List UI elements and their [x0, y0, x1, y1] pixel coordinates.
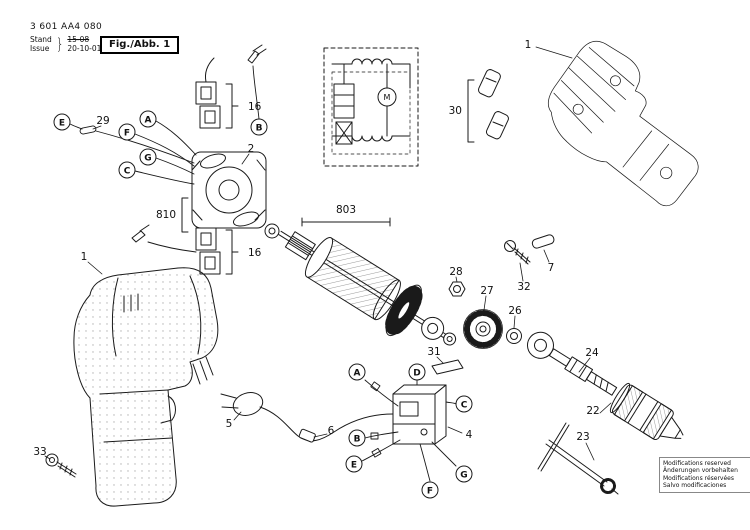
leader-lines [44, 46, 612, 461]
drill-housing-left [73, 267, 219, 507]
screw-grip [45, 453, 77, 478]
stand-label: Stand [30, 35, 52, 44]
callout-1-right: 1 [525, 39, 532, 51]
chuck-key [537, 422, 619, 495]
stand-issue-block: Stand Issue } 15-08 20-10-01 [30, 35, 102, 53]
svg-text:F: F [427, 487, 433, 497]
bearing-front-inner [268, 227, 276, 235]
field-stator [191, 151, 267, 229]
modifications-note: Modifications reserved Änderungen vorbeh… [659, 457, 750, 493]
circuit-diagram [323, 47, 419, 167]
stator-lead-wires [69, 65, 260, 185]
bracket-16-top [225, 83, 239, 129]
part-number: 3 601 AA4 080 [30, 22, 103, 32]
cable-clip-top [247, 44, 267, 64]
pin [531, 234, 555, 249]
svg-text:E: E [59, 119, 65, 129]
armature-assembly [278, 230, 457, 346]
callout-26: 26 [508, 305, 522, 317]
wire-callout-B-bottom: B [348, 429, 366, 447]
washer-inner [510, 332, 518, 340]
svg-text:B: B [354, 435, 361, 445]
brush-plate-top [195, 57, 221, 129]
bracket-30 [467, 79, 475, 143]
svg-text:A: A [354, 369, 361, 379]
callout-7: 7 [548, 262, 555, 274]
wire-callout-F-bottom: F [421, 481, 439, 499]
modifications-line-es: Salvo modificaciones [663, 482, 727, 490]
callout-5: 5 [226, 418, 233, 430]
old-issue-date: 15-08 [67, 35, 90, 44]
modifications-line-en: Modifications reserved [663, 460, 731, 467]
wire-callout-F-top: F [118, 123, 136, 141]
callout-810: 810 [156, 209, 176, 221]
bracket-810 [181, 197, 189, 233]
callout-28: 28 [449, 266, 462, 278]
callout-27: 27 [480, 285, 493, 297]
wire-callout-E-top: E [53, 113, 71, 131]
brush-holders [477, 69, 509, 140]
callout-1-left: 1 [81, 251, 88, 263]
screw-housing [504, 240, 531, 265]
callout-24: 24 [585, 347, 599, 359]
wire-callout-A-top: A [139, 110, 157, 128]
callout-16-bottom: 16 [248, 247, 262, 259]
washer [506, 328, 522, 344]
callout-29: 29 [96, 115, 109, 127]
wire-callout-B-top: B [250, 118, 268, 136]
power-plug [220, 392, 394, 443]
drill-housing-right [528, 30, 727, 223]
brace-glyph: } [55, 34, 64, 53]
wire-callout-A-bottom: A [348, 363, 366, 381]
switch-wiring [361, 379, 457, 482]
clamp-plate [431, 359, 464, 375]
callout-23: 23 [576, 431, 589, 443]
motor-symbol-label: M [384, 93, 391, 102]
nut [448, 281, 466, 297]
callout-30: 30 [449, 105, 462, 117]
wire-callout-E-bottom: E [345, 455, 363, 473]
svg-text:C: C [124, 167, 131, 177]
figure-label: Fig./Abb. 1 [100, 36, 180, 54]
modifications-line-fr: Modifications réservées [663, 474, 734, 482]
issue-label: Issue [30, 44, 50, 53]
wire-callout-G-bottom: G [455, 465, 473, 483]
wire-callout-C-bottom: C [455, 395, 473, 413]
switch [392, 384, 447, 445]
callout-4: 4 [466, 429, 473, 441]
chuck [609, 382, 684, 441]
callout-2: 2 [248, 143, 255, 155]
wire-callout-D-bottom: D [408, 363, 426, 381]
wire-callout-G-top: G [139, 148, 157, 166]
svg-text:C: C [461, 401, 468, 411]
svg-text:B: B [256, 124, 263, 134]
spindle [526, 331, 618, 396]
callout-22: 22 [586, 405, 599, 417]
callout-33: 33 [33, 446, 46, 458]
svg-text:E: E [351, 461, 357, 471]
cable-clip-left [131, 224, 197, 253]
callout-6: 6 [328, 425, 335, 437]
svg-text:A: A [145, 116, 152, 126]
issue-date: 20-10-01 [67, 44, 102, 53]
svg-text:F: F [124, 129, 130, 139]
bearing-front [264, 223, 280, 239]
callout-31: 31 [427, 346, 440, 358]
callout-803: 803 [336, 204, 356, 216]
bracket-803 [301, 217, 391, 227]
callout-32: 32 [517, 281, 530, 293]
svg-text:D: D [413, 369, 420, 379]
svg-text:G: G [460, 471, 467, 481]
svg-text:G: G [144, 154, 151, 164]
modifications-line-de: Änderungen vorbehalten [663, 467, 738, 475]
brush-plate-bottom [195, 227, 221, 275]
wire-callout-C-top: C [118, 161, 136, 179]
cable-grommet [298, 428, 316, 443]
bracket-16-bottom [225, 229, 239, 275]
gear [463, 309, 503, 349]
document-header: 3 601 AA4 080 Stand Issue } 15-08 20-10-… [30, 22, 102, 53]
callout-16-top: 16 [248, 101, 262, 113]
